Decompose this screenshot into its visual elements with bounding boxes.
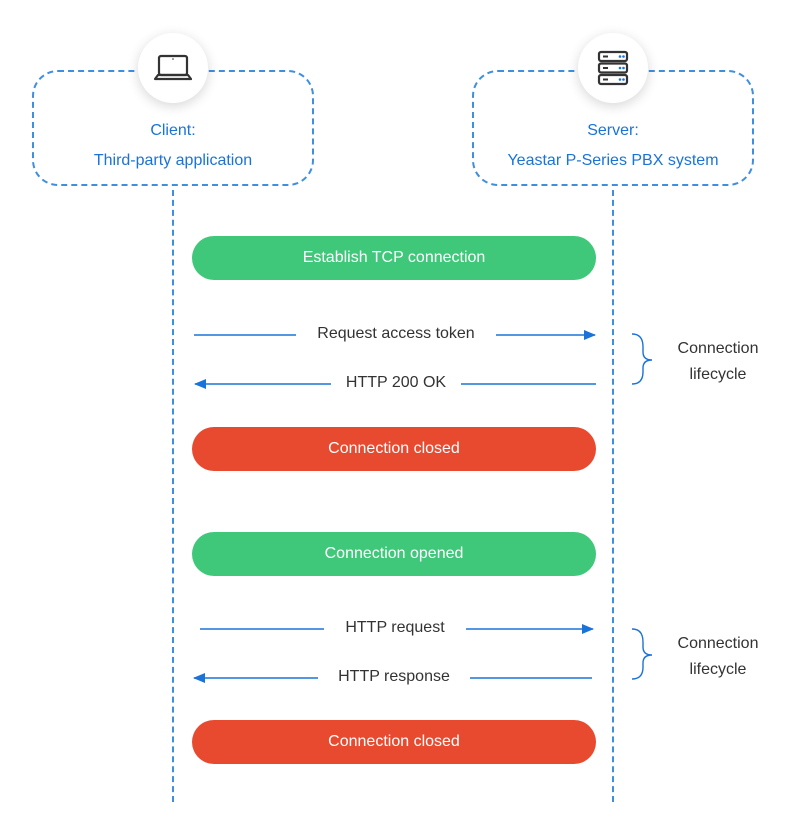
client-title: Client:	[150, 122, 196, 139]
lifecycle-label-2: Connection lifecycle	[656, 631, 780, 683]
server-label: Server: Yeastar P-Series PBX system	[472, 116, 754, 176]
http-ok-label: HTTP 200 OK	[331, 374, 461, 392]
http-response-label: HTTP response	[318, 668, 470, 686]
connection-opened-pill: Connection opened	[192, 532, 596, 576]
lifecycle-2-line2: lifecycle	[689, 661, 747, 678]
establish-tcp-pill: Establish TCP connection	[192, 236, 596, 280]
server-icon-badge	[578, 33, 648, 103]
client-subtitle: Third-party application	[93, 152, 253, 169]
lifecycle-brace-2	[631, 628, 653, 680]
lifecycle-2-line1: Connection	[677, 635, 759, 652]
server-title: Server:	[587, 122, 639, 139]
lifecycle-brace-1	[631, 333, 653, 385]
http-request-label: HTTP request	[324, 619, 466, 637]
request-token-label: Request access token	[296, 325, 496, 343]
lifecycle-label-1: Connection lifecycle	[656, 336, 780, 388]
client-icon-badge	[138, 33, 208, 103]
connection-closed-pill-2: Connection closed	[192, 720, 596, 764]
lifecycle-1-line2: lifecycle	[689, 366, 747, 383]
server-subtitle: Yeastar P-Series PBX system	[507, 152, 719, 169]
lifecycle-1-line1: Connection	[677, 340, 759, 357]
server-icon	[597, 50, 629, 86]
connection-closed-pill-1: Connection closed	[192, 427, 596, 471]
client-label: Client: Third-party application	[32, 116, 314, 176]
server-lifeline	[612, 190, 614, 802]
client-lifeline	[172, 190, 174, 802]
laptop-icon	[154, 54, 192, 81]
